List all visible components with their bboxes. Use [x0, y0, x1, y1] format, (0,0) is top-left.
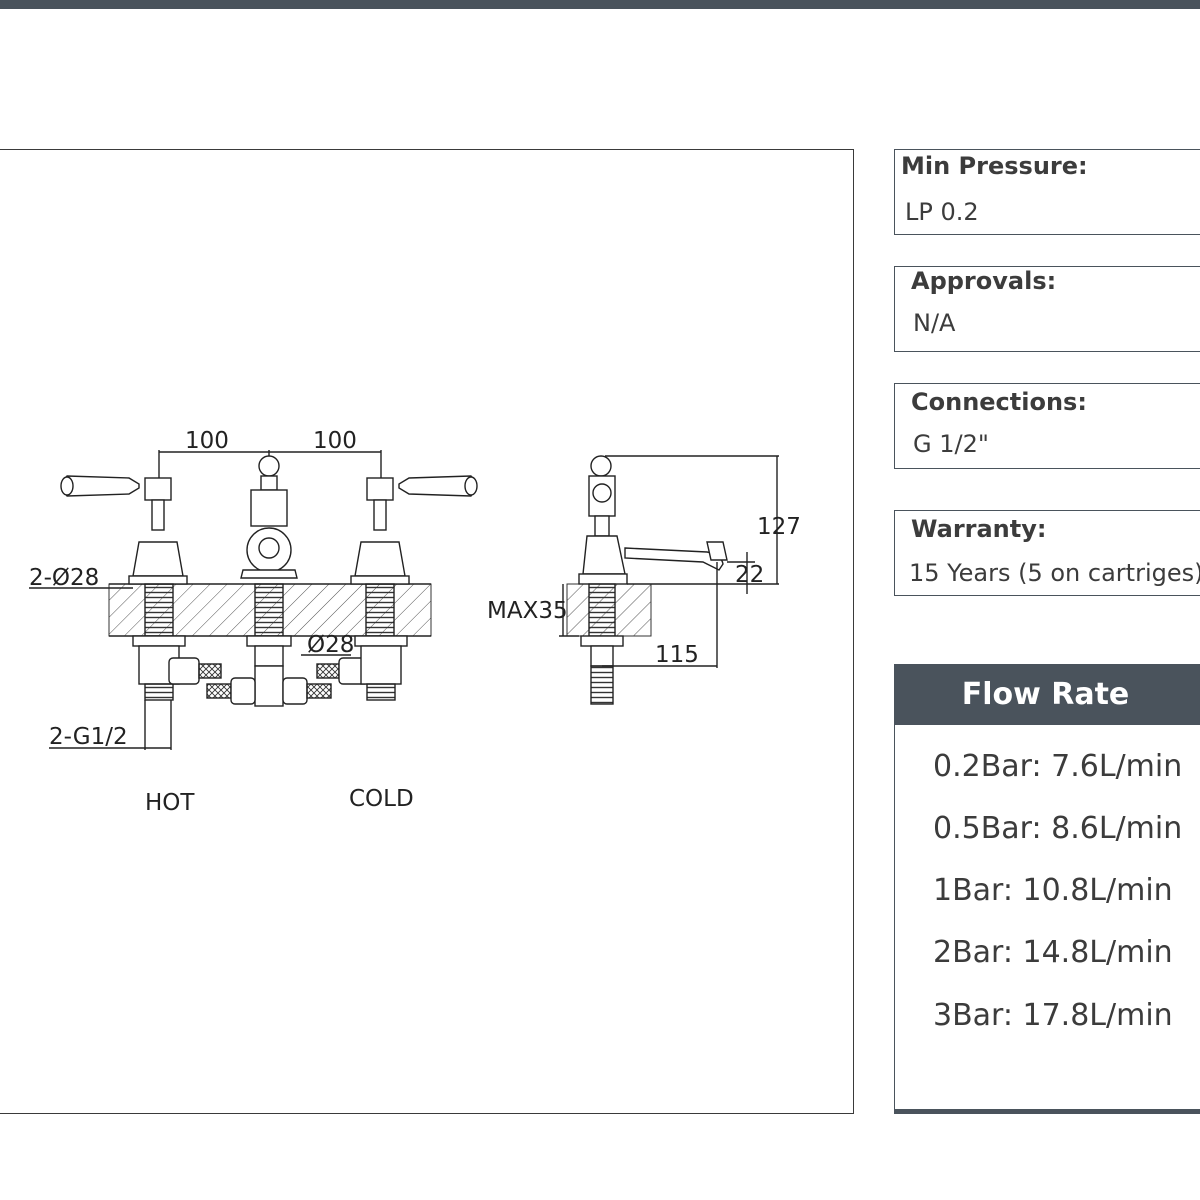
- center-spout: [168, 455, 370, 707]
- spec-value: 15 Years (5 on cartriges): [909, 559, 1200, 587]
- flow-rate-row: 1Bar: 10.8L/min: [933, 873, 1173, 908]
- side-view-tap: [578, 455, 728, 705]
- drawing-frame: 100 100 2-Ø28 Ø28 2-G1/2 HOT COLD 127 22…: [0, 149, 854, 1114]
- flow-rate-row: 0.5Bar: 8.6L/min: [933, 811, 1183, 846]
- label-cold: COLD: [349, 786, 414, 812]
- technical-drawing: 100 100 2-Ø28 Ø28 2-G1/2 HOT COLD 127 22…: [29, 428, 801, 816]
- dim-spout-height: 22: [735, 562, 764, 588]
- spec-min-pressure: Min Pressure: LP 0.2: [894, 149, 1200, 235]
- spec-approvals: Approvals: N/A: [894, 266, 1200, 352]
- flow-rate-row: 0.2Bar: 7.6L/min: [933, 749, 1183, 784]
- dim-reach: 115: [655, 642, 699, 668]
- label-hot: HOT: [145, 790, 195, 816]
- spec-value: LP 0.2: [905, 198, 979, 226]
- dim-spacing-left: 100: [185, 428, 229, 454]
- top-bar: [0, 0, 1200, 9]
- spec-connections: Connections: G 1/2": [894, 383, 1200, 469]
- spec-label: Connections:: [911, 388, 1087, 416]
- dim-spacing-right: 100: [313, 428, 357, 454]
- flow-rate-row: 3Bar: 17.8L/min: [933, 998, 1173, 1033]
- spec-label: Min Pressure:: [901, 152, 1088, 180]
- dim-inlet: 2-G1/2: [49, 724, 128, 750]
- spec-value: G 1/2": [913, 430, 989, 458]
- dim-height: 127: [757, 514, 801, 540]
- spec-label: Warranty:: [911, 515, 1047, 543]
- flow-rate-title: Flow Rate: [895, 665, 1200, 725]
- dim-center-dia: Ø28: [307, 632, 354, 658]
- hot-valve: [60, 475, 188, 701]
- flow-rate-row: 2Bar: 14.8L/min: [933, 935, 1173, 970]
- cold-valve: [350, 475, 478, 701]
- spec-value: N/A: [913, 309, 956, 337]
- spec-warranty: Warranty: 15 Years (5 on cartriges): [894, 510, 1200, 596]
- spec-label: Approvals:: [911, 267, 1057, 295]
- flow-rate-panel: Flow Rate 0.2Bar: 7.6L/min 0.5Bar: 8.6L/…: [894, 664, 1200, 1114]
- dim-hole-dia: 2-Ø28: [29, 565, 99, 591]
- dim-max-deck: MAX35: [487, 598, 568, 624]
